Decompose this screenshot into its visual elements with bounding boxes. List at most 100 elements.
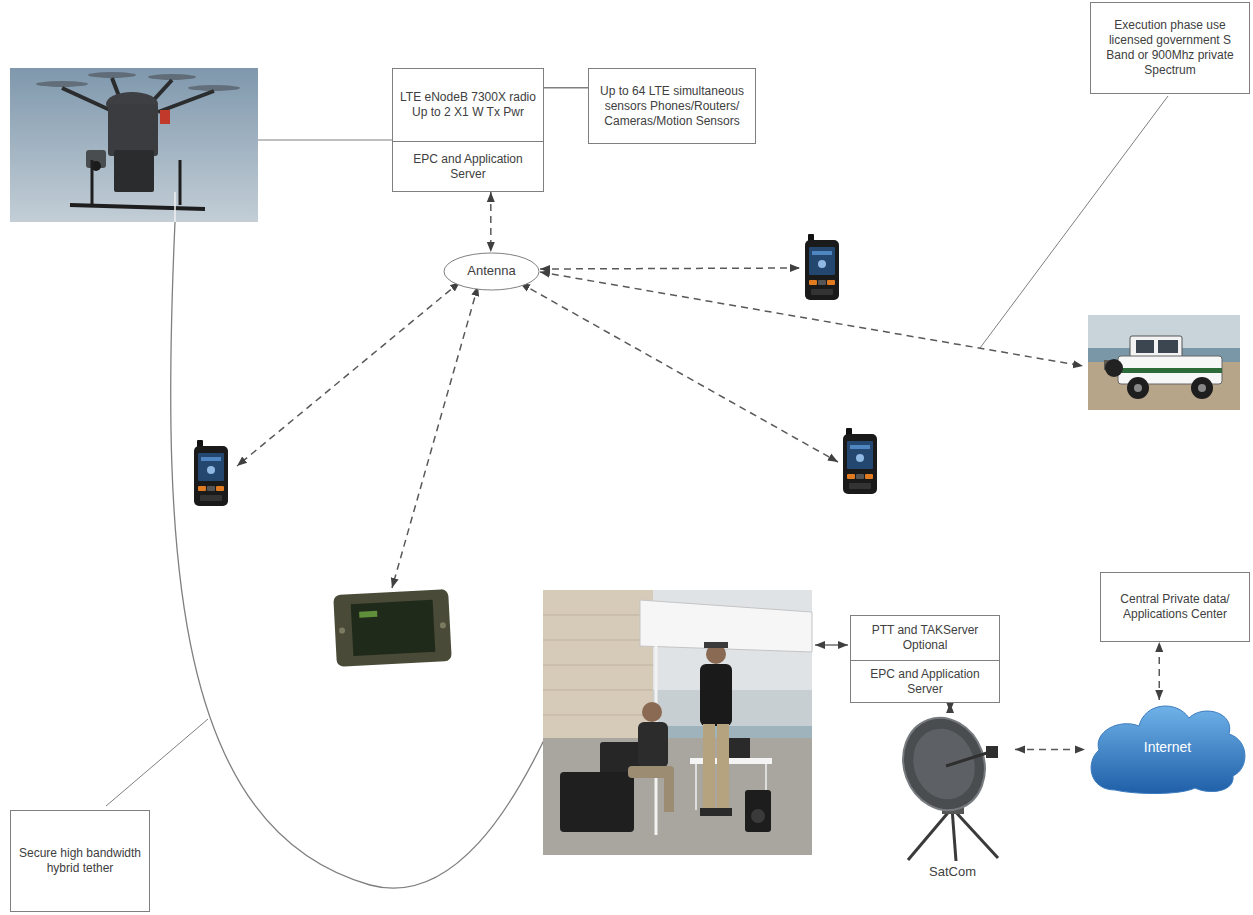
node-text: EPC and Application Server (393, 141, 543, 191)
operators-photo (751, 809, 765, 823)
internet-cloud: Internet (1085, 700, 1250, 795)
drone-photo (70, 205, 205, 209)
antenna-ellipse (444, 253, 539, 290)
operators-photo (703, 724, 715, 812)
operators-photo (745, 790, 771, 832)
drone-photo (114, 150, 154, 192)
radio-link (237, 268, 1083, 588)
vehicle-photo (1191, 377, 1213, 399)
operators-photo (543, 715, 653, 716)
satellite-dish (908, 808, 952, 860)
satellite-dish (890, 712, 1015, 862)
node-text: Up to 64 LTE simultaneous sensors Phones… (589, 69, 755, 143)
operators-photo (543, 590, 812, 855)
vehicle-photo (1118, 368, 1222, 373)
satellite-dish (986, 746, 998, 758)
drone-photo (91, 160, 94, 205)
drone-photo (88, 72, 136, 78)
drone-photo (36, 81, 88, 87)
connector (1159, 642, 1161, 700)
operators-photo (704, 642, 728, 648)
vehicle-photo (1127, 377, 1149, 399)
operators-photo (543, 738, 812, 855)
node-text: PTT and TAKServer Optional (851, 616, 999, 660)
operators-photo (543, 665, 653, 666)
operators-photo (543, 640, 653, 641)
tablet-icon (440, 622, 446, 628)
connector (544, 87, 588, 89)
vehicle-photo (1136, 340, 1154, 353)
tablet-icon (333, 589, 452, 667)
tether-note: Secure high bandwidth hybrid tether (10, 810, 150, 912)
tablet-icon (339, 627, 345, 633)
node-text: Internet (1085, 700, 1250, 795)
connector (1015, 749, 1085, 751)
operators-photo (638, 722, 668, 768)
satellite-dish (890, 712, 997, 822)
connector (490, 192, 492, 252)
drone-photo (10, 68, 258, 222)
operators-photo (664, 772, 674, 812)
sensor-note: Up to 64 LTE simultaneous sensors Phones… (588, 68, 756, 144)
spectrum-note: Execution phase use licensed government … (1090, 2, 1250, 94)
operators-photo (640, 600, 812, 652)
operators-photo (543, 690, 653, 691)
drone-photo (148, 74, 196, 80)
operators-photo (716, 808, 732, 816)
leader-line (980, 96, 1168, 348)
drone-photo (174, 192, 176, 222)
vehicle-photo (1130, 336, 1182, 358)
drone-photo (160, 110, 170, 124)
vehicle-photo (1088, 315, 1240, 410)
node-text: Central Private data/ Applications Cente… (1101, 573, 1249, 641)
drone-photo (10, 68, 258, 222)
node-text: EPC and Application Server (851, 660, 999, 702)
tablet-icon (351, 600, 436, 656)
vehicle-photo (1158, 340, 1178, 353)
drone-link (258, 140, 392, 141)
phone-icon (843, 428, 877, 494)
antenna-ellipse: Antenna (443, 252, 540, 291)
node-text: Antenna (443, 252, 540, 291)
satellite-dish (946, 752, 990, 766)
radio-box: LTE eNodeB 7300X radio Up to 2 X1 W Tx P… (392, 68, 544, 192)
operators-photo (690, 758, 772, 764)
data-center-box: Central Private data/ Applications Cente… (1100, 572, 1250, 642)
phone-icon (194, 440, 228, 506)
drone-photo (158, 91, 214, 112)
operators-photo (653, 726, 812, 738)
drone-photo (188, 85, 240, 91)
vehicle-photo (1134, 384, 1142, 392)
operators-photo (543, 590, 812, 855)
satellite-dish (952, 808, 956, 861)
leader-line (106, 719, 208, 806)
operators-photo (695, 764, 697, 810)
node-text: Secure high bandwidth hybrid tether (11, 811, 149, 911)
server-box: PTT and TAKServer OptionalEPC and Applic… (850, 615, 1000, 703)
operators-photo (653, 690, 812, 730)
tether-line (171, 222, 545, 888)
photo-link (815, 644, 848, 645)
connector (949, 703, 951, 712)
vehicle-photo (1105, 359, 1123, 377)
operators-photo (700, 808, 716, 816)
radio-link (392, 286, 478, 588)
tablet-icon (359, 611, 377, 618)
tablet-icon (333, 589, 452, 667)
operators-photo (717, 724, 729, 812)
node-text: LTE eNodeB 7300X radio Up to 2 X1 W Tx P… (393, 69, 543, 141)
operators-photo (642, 702, 662, 722)
node-text: Execution phase use licensed government … (1091, 3, 1249, 93)
radio-link (237, 282, 460, 466)
operators-photo (560, 772, 634, 832)
drone-photo (179, 160, 182, 205)
drone-photo (108, 104, 158, 156)
operators-photo (543, 615, 653, 616)
drone-photo (62, 88, 110, 110)
phone-icon (805, 234, 839, 300)
radio-link (540, 268, 800, 269)
satcom-dish: SatCom (890, 712, 1015, 882)
satellite-dish (952, 808, 998, 858)
operators-photo (700, 664, 732, 726)
